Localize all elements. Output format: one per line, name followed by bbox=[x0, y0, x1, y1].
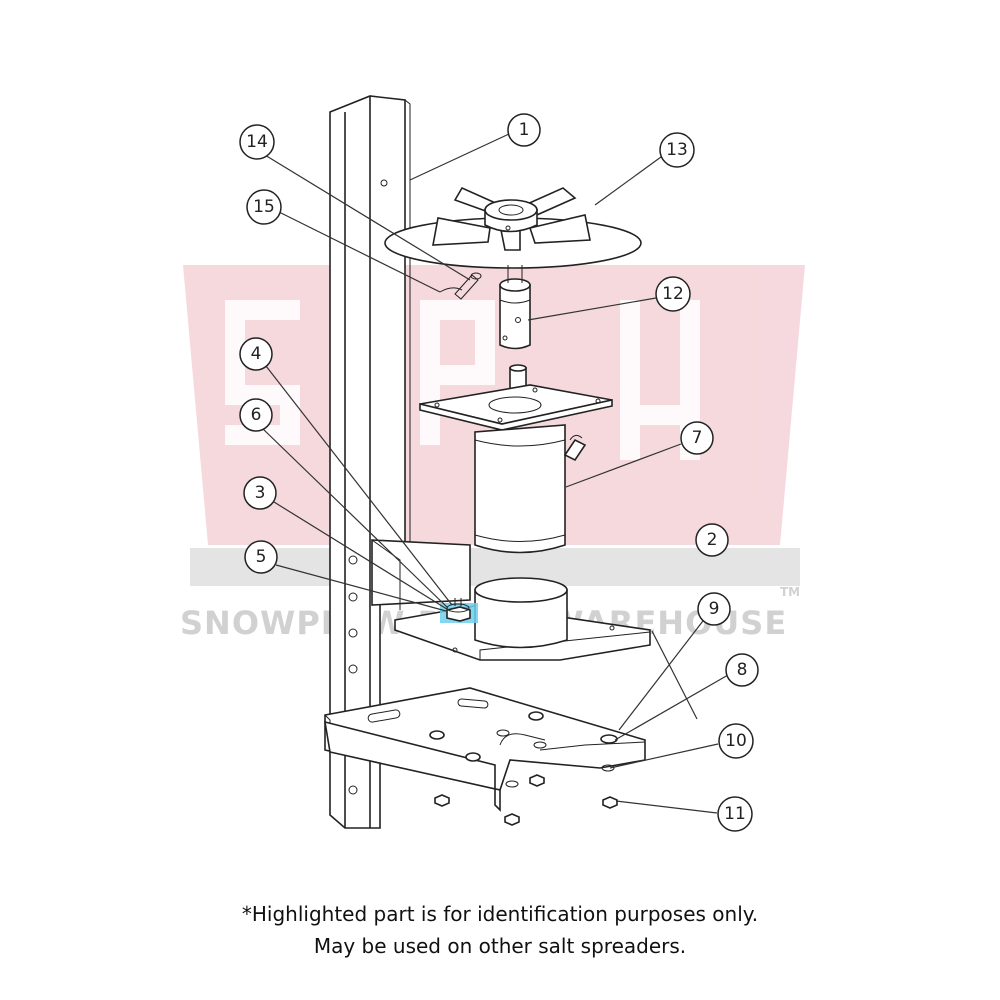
leader-lines bbox=[259, 133, 729, 814]
leader-1 bbox=[409, 133, 510, 181]
callout-3-label: 3 bbox=[255, 483, 266, 503]
callout-1-label: 1 bbox=[519, 120, 530, 140]
leader-11 bbox=[615, 800, 718, 814]
leader-3 bbox=[273, 501, 451, 612]
leader-9 bbox=[618, 616, 707, 731]
callout-11: 11 bbox=[717, 796, 753, 832]
callout-11-label: 11 bbox=[724, 804, 746, 824]
leader-13 bbox=[594, 156, 662, 206]
callout-5-label: 5 bbox=[256, 547, 267, 567]
leader-15 bbox=[278, 211, 441, 293]
callout-7: 7 bbox=[680, 421, 714, 455]
callout-4: 4 bbox=[239, 337, 273, 371]
callout-13: 13 bbox=[659, 132, 695, 168]
leader-8 bbox=[614, 674, 729, 741]
callout-10: 10 bbox=[718, 723, 754, 759]
part-14-15-pin-clip bbox=[439, 272, 482, 300]
part-7-motor bbox=[419, 364, 613, 554]
callout-6: 6 bbox=[239, 398, 273, 432]
leader-6 bbox=[261, 427, 449, 609]
callout-15-label: 15 bbox=[253, 197, 275, 217]
callout-13-label: 13 bbox=[666, 140, 688, 160]
base-mount-bracket bbox=[324, 687, 646, 812]
leader-7 bbox=[565, 443, 682, 488]
leader-12 bbox=[527, 297, 657, 321]
part-12-coupler bbox=[499, 265, 531, 350]
callout-9-label: 9 bbox=[709, 599, 720, 619]
leader-14 bbox=[259, 151, 471, 281]
part-3-4-5-6-highlighted-hardware bbox=[440, 598, 478, 623]
callout-3: 3 bbox=[243, 476, 277, 510]
callout-2: 2 bbox=[695, 523, 729, 557]
callout-2-label: 2 bbox=[707, 530, 718, 550]
callout-9: 9 bbox=[697, 592, 731, 626]
watermark-tm: TM bbox=[780, 585, 800, 599]
callout-4-label: 4 bbox=[251, 344, 262, 364]
leader-5 bbox=[275, 564, 447, 612]
part-11-nuts bbox=[434, 764, 618, 826]
callout-14: 14 bbox=[239, 124, 275, 160]
callout-5: 5 bbox=[244, 540, 278, 574]
callout-15: 15 bbox=[246, 189, 282, 225]
callout-6-label: 6 bbox=[251, 405, 262, 425]
callout-8-label: 8 bbox=[737, 660, 748, 680]
part-1-frame-post bbox=[329, 95, 411, 829]
callout-7-label: 7 bbox=[692, 428, 703, 448]
leader-10 bbox=[609, 743, 719, 769]
callout-1: 1 bbox=[507, 113, 541, 147]
callout-12: 12 bbox=[655, 276, 691, 312]
callout-12-label: 12 bbox=[662, 284, 684, 304]
callout-8: 8 bbox=[725, 653, 759, 687]
callout-14-label: 14 bbox=[246, 132, 268, 152]
callout-10-label: 10 bbox=[725, 731, 747, 751]
part-13-spinner-disc bbox=[384, 186, 642, 269]
leader-4 bbox=[265, 365, 453, 606]
leader-2 bbox=[651, 630, 698, 720]
caption-line-2: May be used on other salt spreaders. bbox=[313, 934, 687, 958]
caption-line-1: *Highlighted part is for identification … bbox=[241, 902, 759, 926]
